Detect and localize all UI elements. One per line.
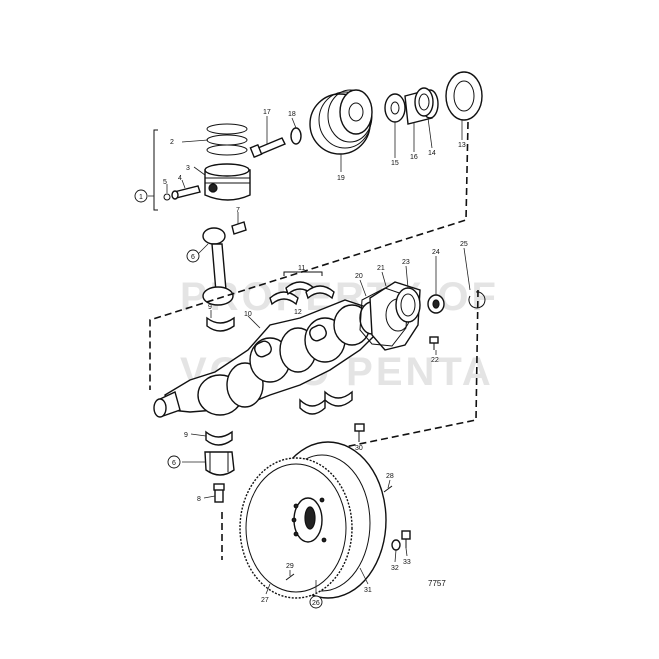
hub-15 [384, 93, 406, 123]
callout-6a: 6 [191, 254, 195, 261]
callout-28: 28 [386, 473, 394, 480]
rod-bolt-8 [213, 483, 225, 503]
callout-30: 30 [355, 445, 363, 452]
callout-29: 29 [286, 563, 294, 570]
callout-19: 19 [337, 175, 345, 182]
callout-12: 12 [294, 309, 302, 316]
bolt-33 [401, 530, 411, 548]
callout-13: 13 [458, 142, 466, 149]
bolt-17 [249, 137, 286, 159]
callout-16: 16 [410, 154, 418, 161]
callout-4: 4 [178, 175, 182, 182]
callout-17: 17 [263, 109, 271, 116]
circlip-5 [163, 193, 171, 201]
callout-numbers: 1 2 3 4 5 6 7 9 10 11 12 13 14 15 16 17 … [134, 109, 468, 609]
gasket-20 [359, 287, 409, 347]
drawing-number: 7757 [428, 579, 446, 588]
callout-3: 3 [186, 165, 190, 172]
bolt-30 [354, 423, 365, 442]
assembly-line-front [149, 121, 469, 390]
group-bracket-1 [153, 129, 158, 211]
washer-18 [290, 127, 302, 145]
callout-32: 32 [391, 565, 399, 572]
callout-circle-1 [134, 189, 148, 203]
flywheel-pin-29 [285, 573, 295, 581]
ring-14 [414, 87, 434, 117]
callout-7: 7 [236, 207, 240, 214]
callout-6b: 6 [172, 460, 176, 467]
rod-bearing-9-upper [206, 316, 235, 332]
rear-seal-23 [395, 287, 421, 323]
callout-10: 10 [244, 311, 252, 318]
callout-circle-6a [186, 249, 200, 263]
callout-33: 33 [403, 559, 411, 566]
callout-9a: 9 [208, 304, 212, 311]
callout-24: 24 [432, 249, 440, 256]
callout-22: 22 [431, 357, 439, 364]
callout-23: 23 [402, 259, 410, 266]
callout-circle-26 [309, 595, 323, 609]
bolt-22 [429, 336, 439, 350]
callout-31: 31 [364, 587, 372, 594]
callout-11: 11 [298, 265, 305, 272]
callout-1: 1 [139, 194, 143, 201]
lower-bearing-shells [299, 390, 353, 415]
bearing-24 [427, 294, 445, 314]
connecting-rod-cap-lower [204, 451, 235, 476]
callout-21: 21 [377, 265, 385, 272]
main-bearing-shells-11-12 [269, 281, 335, 306]
bracket-11 [283, 271, 323, 276]
rod-bushing-7 [231, 221, 247, 235]
piston [204, 163, 251, 201]
callout-20: 20 [355, 273, 363, 280]
callout-15: 15 [391, 160, 399, 167]
crankshaft-pulley-19 [309, 89, 373, 155]
callout-27: 27 [261, 597, 269, 604]
callout-5: 5 [163, 179, 167, 186]
callout-26: 26 [312, 600, 320, 607]
callout-25: 25 [460, 241, 468, 248]
callout-18: 18 [288, 111, 296, 118]
callout-circle-6b [167, 455, 181, 469]
callout-9b: 9 [184, 432, 188, 439]
flywheel-center [291, 497, 327, 543]
snap-ring-25 [468, 291, 486, 309]
callout-2: 2 [170, 139, 174, 146]
callout-8: 8 [197, 496, 201, 503]
leader-lines [148, 116, 471, 595]
callout-14: 14 [428, 150, 436, 157]
washer-32 [391, 539, 401, 551]
connecting-rod-upper [202, 227, 234, 306]
front-seal-13 [445, 71, 483, 121]
piston-rings [206, 123, 248, 156]
piston-pin [171, 185, 201, 200]
rod-bearing-9-lower [205, 430, 233, 446]
dowel-28 [383, 485, 393, 493]
